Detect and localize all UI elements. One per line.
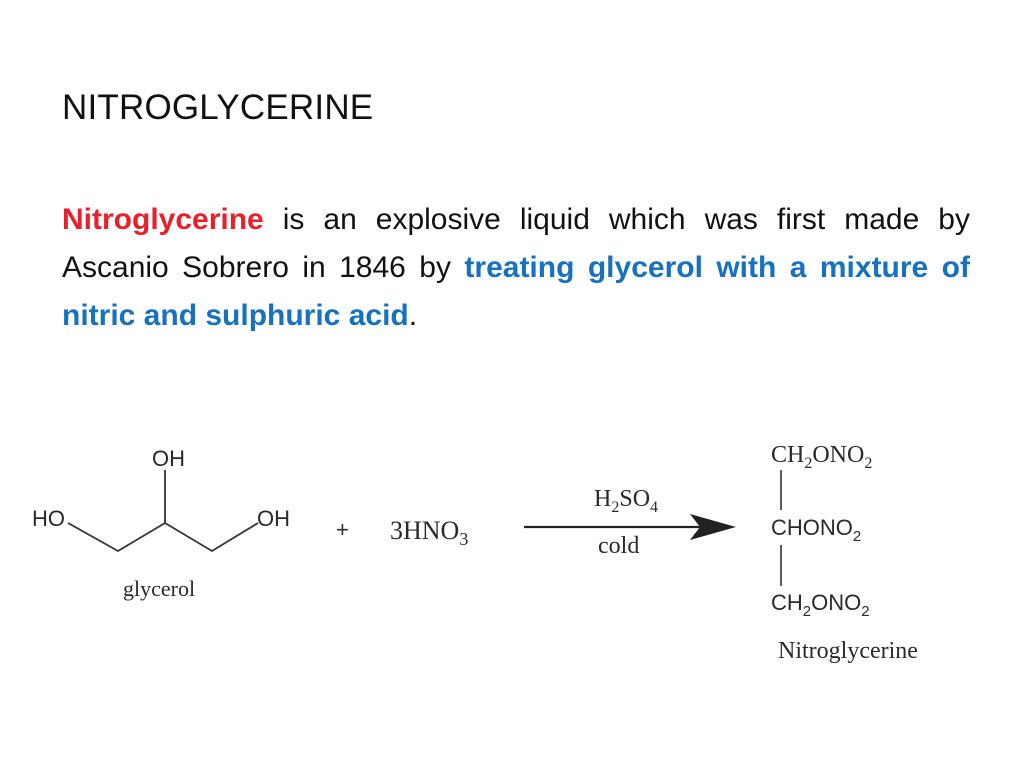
nitroglycerine-structure: CH2ONO2 CHONO2 CH2ONO2 Nitroglycerine bbox=[771, 442, 918, 664]
product-row-1: CH2ONO2 bbox=[771, 442, 872, 472]
glycerol-structure: OH HO OH glycerol bbox=[32, 446, 290, 601]
body-paragraph: Nitroglycerine is an explosive liquid wh… bbox=[62, 196, 970, 340]
highlight-nitroglycerine: Nitroglycerine bbox=[62, 203, 264, 236]
glycerol-bonds bbox=[67, 521, 259, 553]
product-row-2: CHONO2 bbox=[771, 515, 861, 545]
product-row-3: CH2ONO2 bbox=[771, 590, 870, 620]
glycerol-label: glycerol bbox=[123, 576, 195, 601]
highlight-treatment: treating glycerol with a mixture of nitr… bbox=[62, 251, 970, 332]
product-label: Nitroglycerine bbox=[778, 638, 918, 664]
arrow-condition: cold bbox=[598, 533, 639, 559]
arrow-catalyst: H2SO4 bbox=[594, 486, 658, 516]
glycerol-ho-left: HO bbox=[32, 506, 65, 531]
reaction-arrow: H2SO4 cold bbox=[524, 486, 736, 559]
reaction-scheme: OH HO OH glycerol + 3HNO3 H2SO4 cold bbox=[0, 400, 1024, 700]
reagent-3hno3: 3HNO3 bbox=[390, 516, 468, 549]
paragraph-text-1: is an explosive liquid which was first m… bbox=[62, 203, 970, 284]
arrow-head bbox=[690, 514, 736, 540]
reagent-prefix: 3HNO bbox=[390, 516, 459, 545]
slide-title: NITROGLYCERINE bbox=[62, 88, 374, 127]
glycerol-oh-top: OH bbox=[152, 446, 185, 471]
reagent-sub: 3 bbox=[459, 529, 468, 549]
glycerol-oh-right: OH bbox=[257, 506, 290, 531]
plus-sign: + bbox=[336, 517, 349, 542]
reaction-diagram: OH HO OH glycerol + 3HNO3 H2SO4 cold bbox=[32, 442, 918, 664]
paragraph-text-2: . bbox=[408, 299, 418, 332]
